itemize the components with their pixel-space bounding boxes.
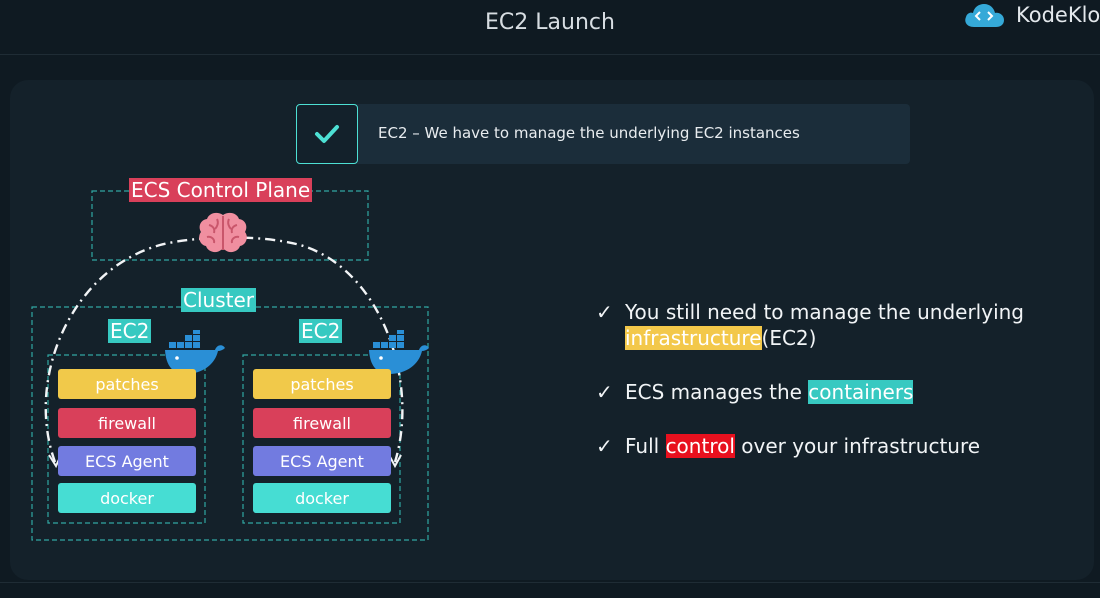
ec2-label-2: EC2 bbox=[299, 319, 343, 343]
layer-firewall: firewall bbox=[58, 408, 196, 438]
banner bbox=[296, 104, 910, 164]
docker-whale-icon bbox=[369, 330, 429, 374]
layer-docker: docker bbox=[58, 483, 196, 513]
check-icon bbox=[315, 125, 339, 143]
cluster-box bbox=[31, 306, 429, 541]
docker-whale-icon bbox=[165, 330, 225, 374]
brand-name: KodeKlo bbox=[1016, 3, 1100, 27]
check-mark-icon: ✓ bbox=[596, 434, 613, 458]
ec2-label-1: EC2 bbox=[108, 319, 152, 343]
control-plane-label: ECS Control Plane bbox=[129, 178, 313, 202]
layer-patches: patches bbox=[58, 369, 196, 399]
banner-check-box bbox=[296, 104, 358, 164]
top-bar: EC2 Launch KodeKlo bbox=[0, 0, 1100, 55]
layer-ecs-agent: ECS Agent bbox=[58, 446, 196, 476]
brain-icon bbox=[199, 212, 247, 253]
bullet-text: ECS manages the containers bbox=[625, 380, 914, 404]
instance-box bbox=[47, 354, 206, 524]
bullet-text: Full control over your infrastructure bbox=[625, 434, 981, 458]
bullet-text: You still need to manage the underlying … bbox=[625, 300, 1024, 350]
layer-patches: patches bbox=[253, 369, 391, 399]
brand-logo: KodeKlo bbox=[962, 0, 1100, 30]
highlight-containers: containers bbox=[808, 380, 914, 404]
layer-ecs-agent: ECS Agent bbox=[253, 446, 391, 476]
layer-firewall: firewall bbox=[253, 408, 391, 438]
arrow-head-right bbox=[388, 454, 402, 469]
highlight-infrastructure: infrastructure bbox=[625, 326, 762, 350]
bottom-divider bbox=[0, 582, 1100, 583]
check-mark-icon: ✓ bbox=[596, 300, 613, 324]
layer-docker: docker bbox=[253, 483, 391, 513]
banner-text: EC2 – We have to manage the underlying E… bbox=[378, 124, 800, 142]
check-mark-icon: ✓ bbox=[596, 380, 613, 404]
kodekloud-cloud-icon bbox=[965, 4, 1004, 27]
highlight-control: control bbox=[665, 434, 735, 458]
slide-title: EC2 Launch bbox=[485, 10, 615, 35]
cluster-label: Cluster bbox=[181, 288, 256, 312]
